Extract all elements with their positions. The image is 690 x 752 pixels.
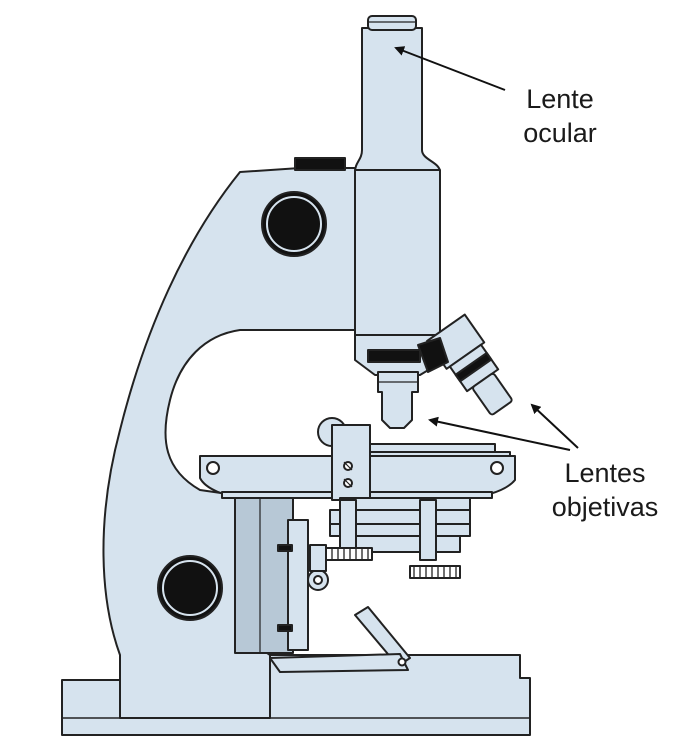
label-lente-ocular: Lente ocular xyxy=(500,82,620,150)
mirror-arm xyxy=(354,606,411,667)
eyepiece-top xyxy=(367,15,417,31)
body-tube xyxy=(354,169,441,336)
slide xyxy=(364,443,496,453)
substage-bar-1 xyxy=(339,497,471,511)
gear-right xyxy=(409,565,461,579)
arrow-ocular xyxy=(394,46,506,91)
label-lentes-objetivas: Lentes objetivas xyxy=(530,456,680,524)
arm-cap xyxy=(294,157,346,171)
mirror xyxy=(269,653,409,673)
nosepiece-dark xyxy=(417,337,449,373)
label-objetivas-line2: objetivas xyxy=(551,492,659,522)
objective-vertical xyxy=(377,371,419,429)
label-ocular-line1: Lente xyxy=(526,84,594,114)
arrow-objetiva-2 xyxy=(530,403,579,449)
gear-left xyxy=(321,547,373,561)
microscope-arm xyxy=(102,167,361,719)
rack-rail xyxy=(287,519,309,651)
arrow-objetiva-1 xyxy=(428,416,571,451)
label-objetivas-line1: Lentes xyxy=(564,458,646,488)
label-ocular-line2: ocular xyxy=(523,118,597,148)
